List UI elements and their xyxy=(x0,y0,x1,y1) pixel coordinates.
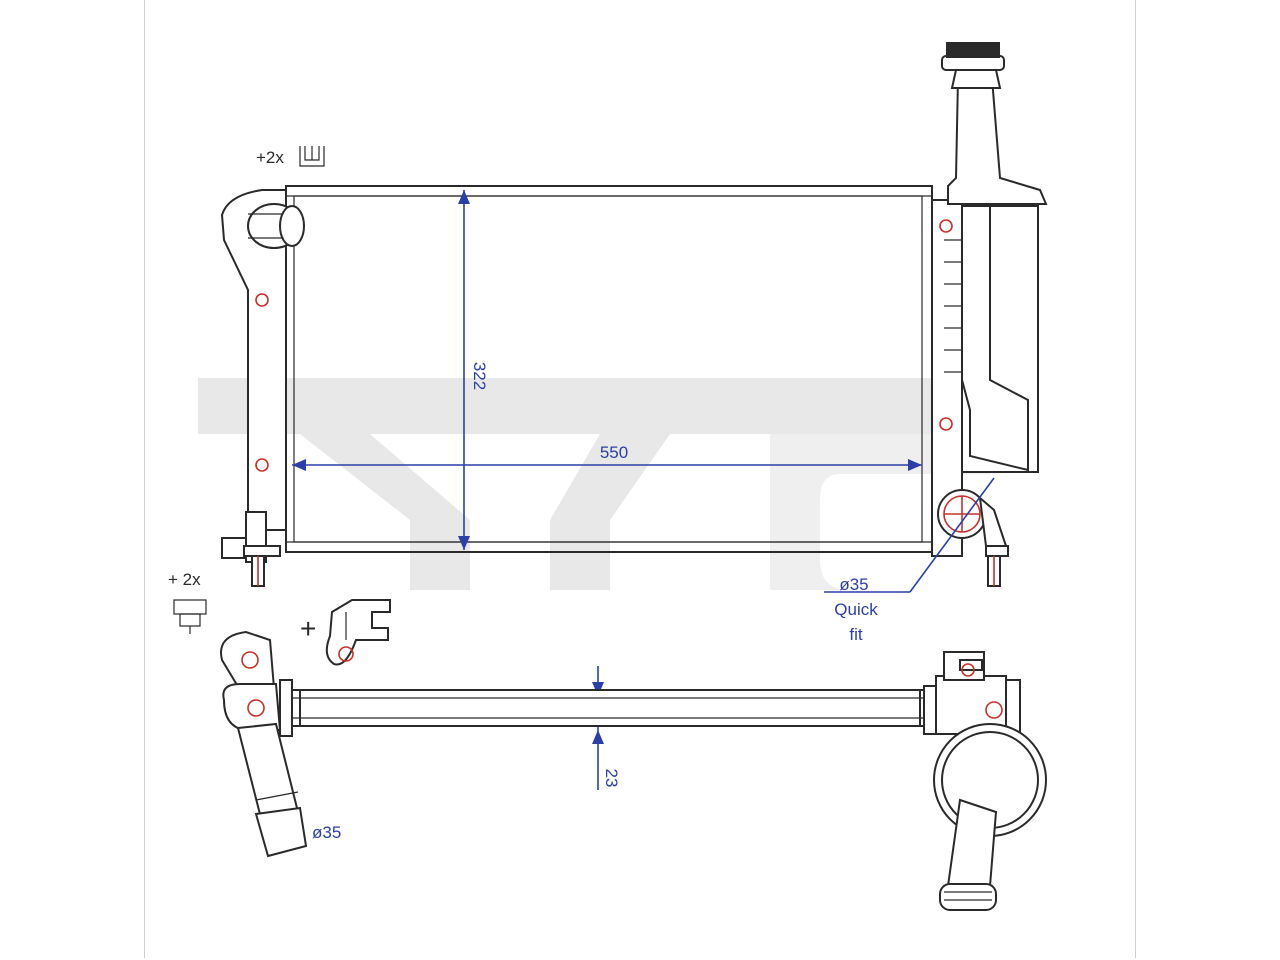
quick-fit-label-line1: Quick xyxy=(834,600,878,619)
quick-fit-label-line2: fit xyxy=(849,625,863,644)
grommet-quantity-label: + 2x xyxy=(168,570,201,589)
thickness-dimension-label: 23 xyxy=(602,769,621,788)
clip-icon xyxy=(299,146,325,167)
mount-point xyxy=(255,458,269,472)
mount-point xyxy=(255,293,269,307)
left-tank xyxy=(220,189,305,587)
bracket-accessory xyxy=(325,599,391,666)
bottom-view xyxy=(220,630,1047,911)
outlet-diameter-label: ø35 xyxy=(312,823,341,842)
grommet-icon xyxy=(173,599,207,634)
quick-fit-diameter-label: ø35 xyxy=(839,575,868,594)
filler-cap-icon xyxy=(946,42,1000,58)
mount-point xyxy=(939,219,953,233)
drawing-frame xyxy=(144,0,1136,958)
width-dimension-label: 550 xyxy=(600,443,628,462)
mount-point xyxy=(939,417,953,431)
clip-quantity-label: +2x xyxy=(256,148,284,167)
right-tank xyxy=(931,42,1048,587)
dimension-lines xyxy=(292,190,995,790)
height-dimension-label: 322 xyxy=(470,362,489,390)
plus-sign: + xyxy=(300,613,316,644)
